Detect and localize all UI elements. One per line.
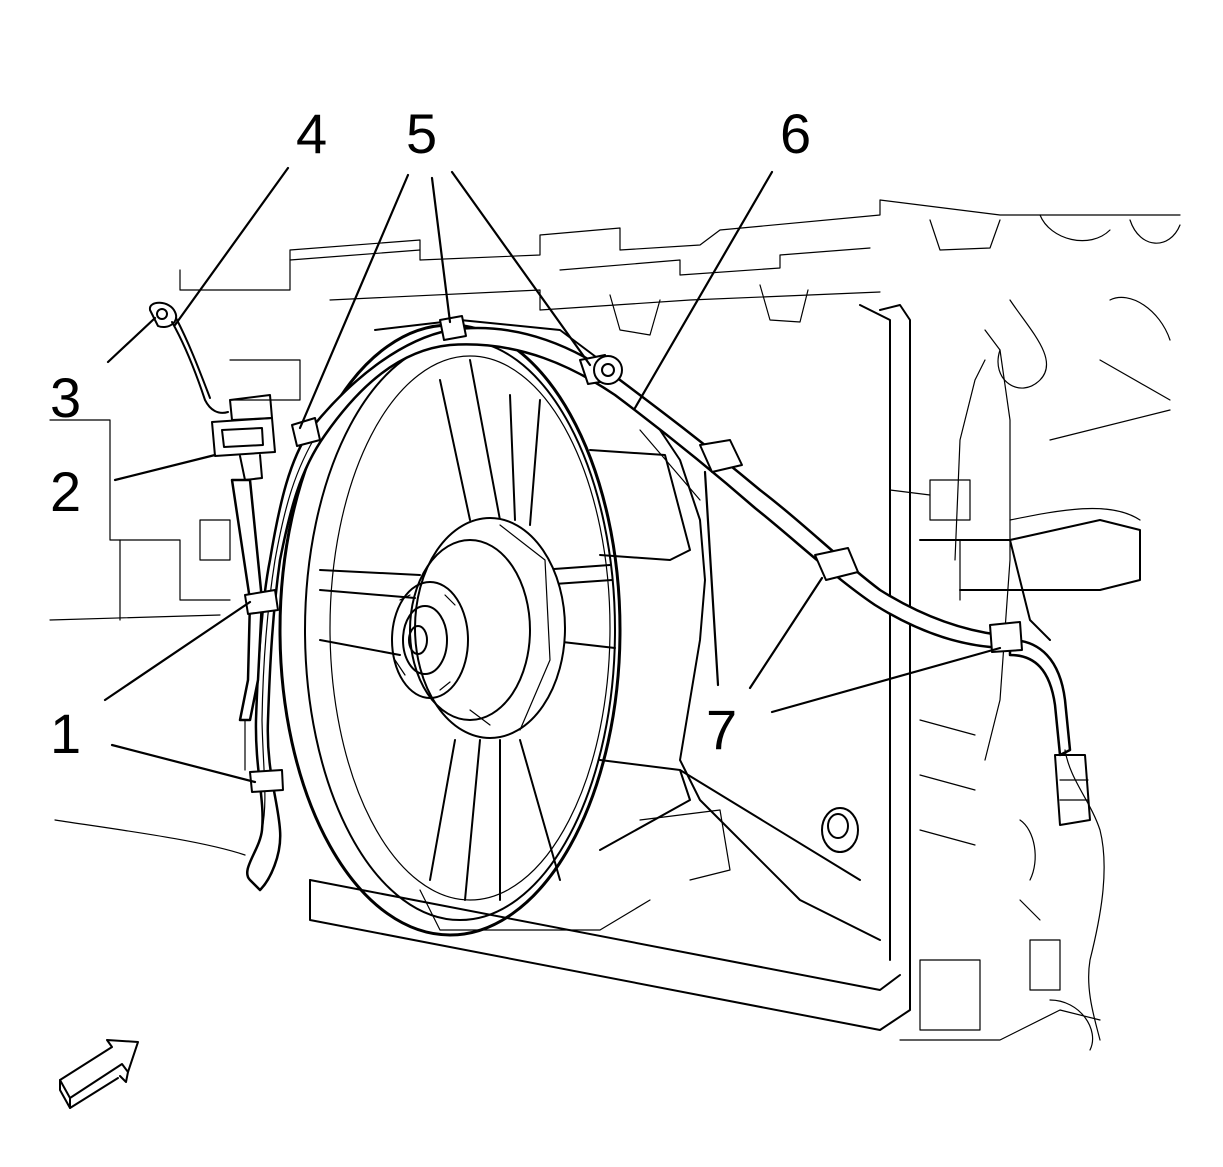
ground-terminal xyxy=(148,301,229,414)
harness-clips xyxy=(244,315,1023,793)
wiring-harness xyxy=(230,326,1105,1041)
callout-2: 2 xyxy=(50,460,82,523)
callout-6: 6 xyxy=(780,102,812,165)
callout-1: 1 xyxy=(50,702,82,765)
callout-5: 5 xyxy=(406,102,438,165)
fan-motor xyxy=(391,517,566,739)
leader-lines xyxy=(103,166,1002,784)
direction-arrow-icon xyxy=(59,1039,139,1109)
callout-4: 4 xyxy=(296,102,328,165)
callout-7: 7 xyxy=(706,698,738,761)
radiator-support-background xyxy=(49,199,1181,1051)
electrical-connector xyxy=(211,394,276,481)
callout-3: 3 xyxy=(50,366,82,429)
mounting-grommet xyxy=(821,807,859,853)
